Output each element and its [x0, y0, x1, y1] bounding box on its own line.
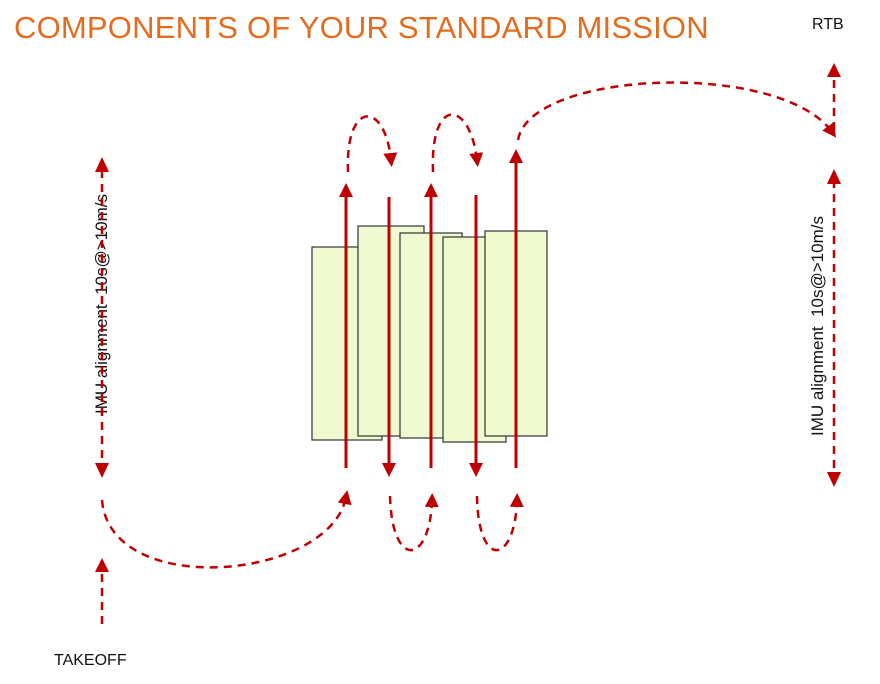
survey-strips: [311, 225, 548, 443]
turn-bottom-2: [475, 493, 524, 552]
turn-top-1: [346, 115, 398, 173]
imu-left-arrow-up: [95, 157, 109, 172]
imu-right-arrow-down: [827, 472, 841, 487]
page-title: COMPONENTS OF YOUR STANDARD MISSION: [14, 10, 709, 45]
transit-to-rtb: [516, 81, 837, 141]
rtb-label: RTB: [812, 16, 844, 33]
takeoff-label: TAKEOFF: [54, 652, 127, 669]
transit-from-takeoff: [100, 490, 352, 569]
turn-top-2: [431, 113, 484, 173]
imu-left-arrow-down: [95, 463, 109, 478]
imu-right-arrow-up: [827, 169, 841, 184]
turn-bottom-1: [388, 493, 439, 552]
